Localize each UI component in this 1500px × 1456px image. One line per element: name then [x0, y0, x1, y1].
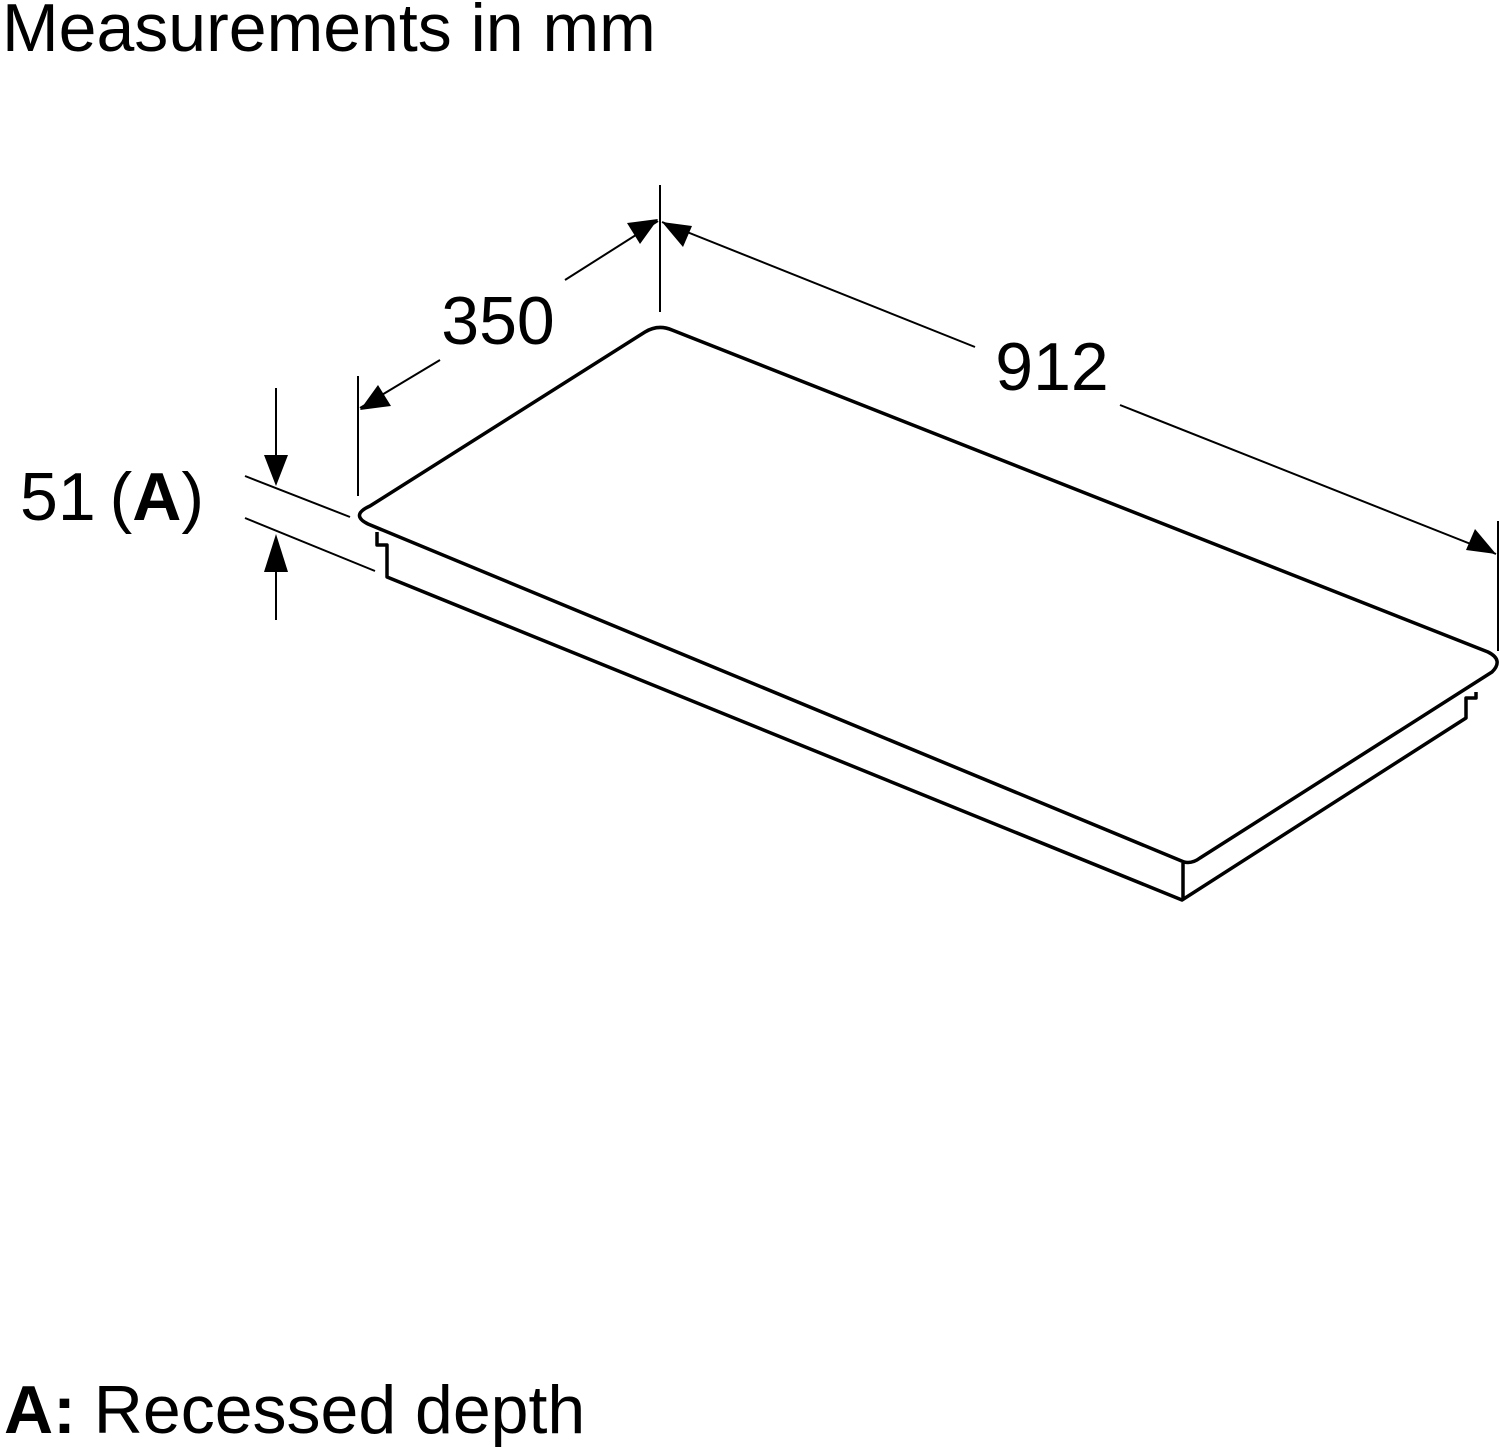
depth-arrow-right-icon [627, 219, 658, 244]
depth-arrow-left-icon [360, 385, 391, 410]
page-title: Measurements in mm [2, 0, 656, 66]
depth-dimension: 350 [357, 185, 661, 496]
legend-key: A: [4, 1372, 76, 1448]
recess-close-paren: ) [181, 459, 204, 535]
recess-open-paren: ( [110, 459, 133, 535]
recess-dimension: 51(A) [20, 388, 376, 620]
depth-dimension-label: 350 [441, 283, 554, 359]
width-arrow-left-icon [662, 222, 692, 247]
recess-arrow-up-icon [264, 534, 288, 572]
recess-dimension-label: 51(A) [20, 459, 204, 535]
legend-description: Recessed depth [93, 1372, 586, 1448]
recess-key: A [132, 459, 181, 535]
hob-body-outline [375, 532, 1478, 902]
width-dimension-line-upper [661, 221, 976, 348]
width-dimension: 912 [661, 221, 1499, 651]
width-dimension-line-lower [1119, 404, 1497, 555]
width-dimension-label: 912 [995, 329, 1108, 405]
recess-extension-line-top [244, 475, 351, 518]
width-arrow-right-icon [1466, 529, 1496, 554]
recess-value: 51 [20, 459, 96, 535]
recess-arrow-down-icon [264, 455, 288, 486]
recess-extension-line-bottom [244, 517, 376, 572]
legend: A:Recessed depth [4, 1376, 585, 1444]
hob-top-outline [357, 325, 1499, 865]
